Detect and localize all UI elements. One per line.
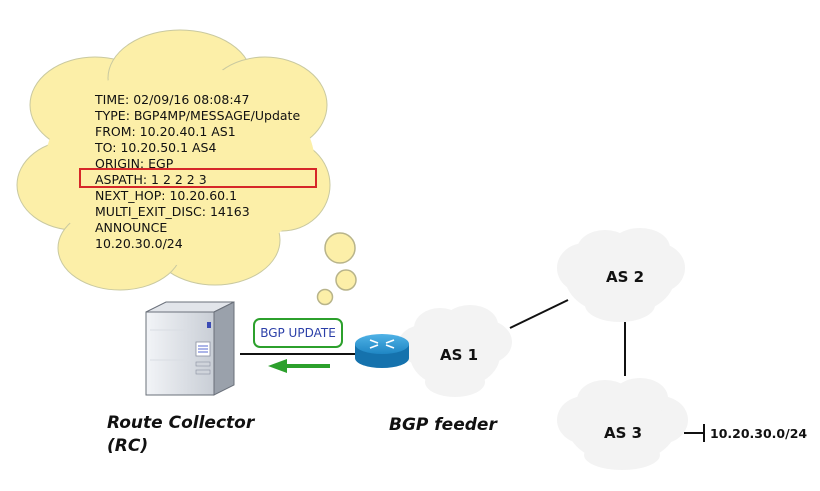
msg-line-time: TIME: 02/09/16 08:08:47 bbox=[95, 92, 250, 107]
msg-line-med: MULTI_EXIT_DISC: 14163 bbox=[95, 204, 250, 219]
msg-line-origin: ORIGIN: EGP bbox=[95, 156, 174, 171]
bgp-update-badge: BGP UPDATE bbox=[253, 318, 343, 348]
msg-line-aspath: ASPATH: 1 2 2 2 3 bbox=[95, 172, 207, 187]
cloud-icon bbox=[557, 228, 685, 322]
server-icon bbox=[145, 301, 235, 396]
link-as1-as2 bbox=[509, 299, 569, 329]
msg-line-to: TO: 10.20.50.1 AS4 bbox=[95, 140, 217, 155]
update-arrow bbox=[268, 359, 330, 373]
msg-line-prefix: 10.20.30.0/24 bbox=[95, 236, 183, 251]
thought-cloud-icon bbox=[16, 29, 331, 291]
bgp-feeder-caption: BGP feeder bbox=[389, 415, 497, 435]
router-icon bbox=[355, 334, 409, 368]
announced-prefix-label: 10.20.30.0/24 bbox=[710, 426, 808, 441]
as2-label: AS 2 bbox=[606, 268, 645, 286]
cloud-icon bbox=[398, 305, 512, 397]
route-collector-abbrev: (RC) bbox=[107, 436, 149, 456]
msg-line-nexthop: NEXT_HOP: 10.20.60.1 bbox=[95, 188, 238, 203]
thought-bubbles bbox=[316, 232, 357, 306]
cloud-icon bbox=[557, 378, 688, 470]
aspath-highlight-box bbox=[79, 168, 317, 188]
as3-label: AS 3 bbox=[604, 424, 643, 442]
msg-line-from: FROM: 10.20.40.1 AS1 bbox=[95, 124, 236, 139]
as1-label: AS 1 bbox=[440, 346, 479, 364]
route-collector-caption: Route Collector bbox=[107, 413, 255, 433]
msg-line-announce: ANNOUNCE bbox=[95, 220, 168, 235]
msg-line-type: TYPE: BGP4MP/MESSAGE/Update bbox=[95, 108, 301, 123]
